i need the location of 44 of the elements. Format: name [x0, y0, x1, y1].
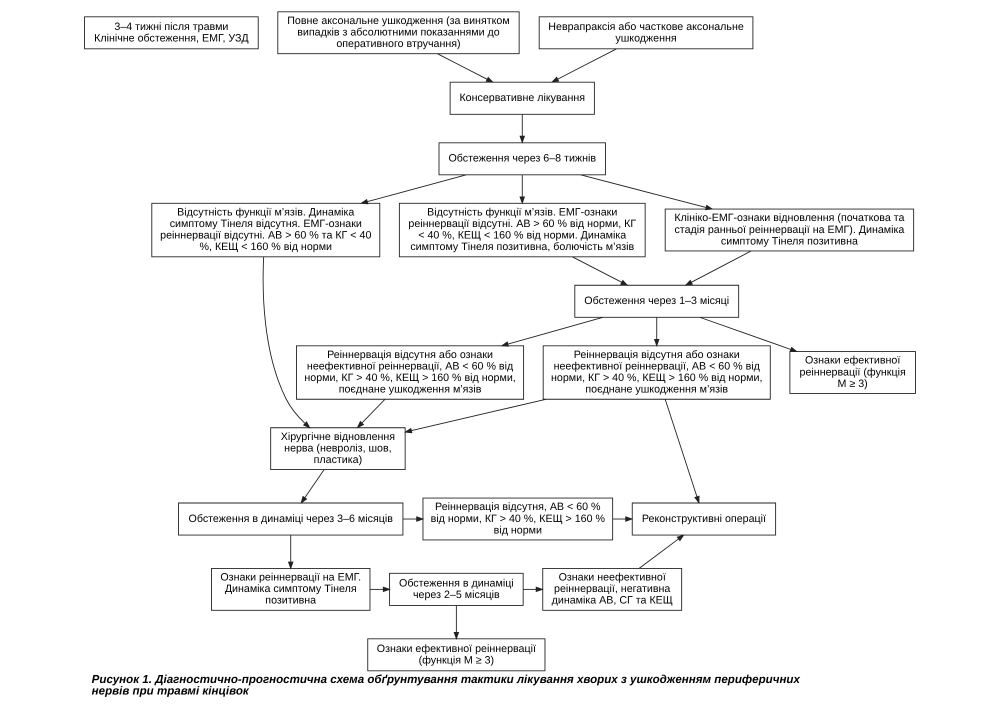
arrow [454, 605, 460, 640]
arrow [519, 174, 526, 204]
arrow [572, 256, 629, 286]
arrow [519, 114, 526, 144]
node-box: 3–4 тижні після травми Клінічне обстеження, ЕМГ, УЗД [84, 16, 259, 50]
arrow [404, 398, 546, 434]
arrow [262, 256, 311, 429]
node-box: Відсутність функції м’язів. Динаміка симптому Тінеля відсутня. ЕМГ-ознаки реіннервації відсутні. АВ > 60 % та КГ < 40 %, КЕЩ < 160 % від норми [151, 202, 380, 258]
node-box: Консервативне лікування [450, 82, 595, 115]
node-box: Ознаки неефективної реіннервації, негативна динаміка АВ, СГ та КЕЩ [542, 568, 682, 611]
node-box: Обстеження в динаміці через 2–5 місяців [389, 572, 524, 606]
node-box: Відсутність функції м’язів. ЕМГ-ознаки реіннервації відсутні. АВ > 60 % від норми, КГ < 40 %, КЕЩ < 160 % від норми. Динаміка симптому Тінеля позитивна, болючість м’язів [398, 202, 646, 258]
arrow [522, 586, 544, 592]
node-box: Реіннервація відсутня, АВ < 60 % від норми, КГ > 40 %, КЕЩ > 160 % від норми [422, 498, 614, 540]
arrow [700, 316, 798, 352]
arrow [684, 250, 752, 286]
node-box: Реіннервація відсутня або ознаки неефективної реіннервації, АВ < 60 % від норми, КГ > 40 %, КЕЩ > 160 % від норми, поєднане ушкодження м’язів [296, 345, 524, 400]
arrow [550, 48, 617, 83]
arrow [664, 398, 700, 504]
arrow [300, 469, 324, 504]
arrow [638, 534, 685, 569]
node-box: Ознаки ефективної реіннервації (функція М ≥ 3) [789, 351, 916, 394]
node-box: Клініко-ЕМГ-ознаки відновлення (початкова та стадія ранньої реіннервації на ЕМГ). Динаміка симптому Тінеля позитивна [664, 208, 914, 252]
node-box: Ознаки реіннервації на ЕМГ. Динаміка симптому Тінеля позитивна [211, 568, 370, 611]
arrow [356, 398, 386, 428]
node-box: Обстеження через 1–3 місяці [574, 284, 740, 318]
node-box: Реконструктивні операції [632, 502, 776, 536]
arrow [370, 586, 391, 592]
arrow [612, 516, 634, 522]
arrow [580, 174, 714, 210]
node-box: Неврапраксія або часткове аксональне ушкодження [538, 16, 754, 50]
arrow [437, 53, 494, 83]
node-box: Обстеження в динаміці через 3–6 місяців [178, 502, 404, 536]
arrow [402, 516, 424, 522]
arrow [500, 316, 604, 347]
node-box: Ознаки ефективної реіннервації (функція М ≥ 3) [367, 638, 546, 672]
node-box: Повне аксональне ушкодження (за винятком випадків з абсолютними показаннями до оперативного втручання) [277, 11, 520, 54]
caption: Рисунок 1. Діагностично-прогностична схема обґрунтування тактики лікування хворих з ушкодженням периферичних нервів при травмі кінцівок [92, 674, 800, 698]
arrow [654, 317, 660, 347]
arrow [288, 534, 294, 570]
node-box: Хірургічне відновлення нерва (невроліз, шов, пластика) [270, 427, 406, 470]
arrow [360, 174, 467, 204]
node-box: Реіннервація відсутня або ознаки неефективної реіннервації, АВ < 60 % від норми, КГ > 40 %, КЕЩ > 160 % від норми, поєднане ушкодження м’язів [542, 345, 771, 400]
node-box: Обстеження через 6–8 тижнів [438, 142, 606, 176]
